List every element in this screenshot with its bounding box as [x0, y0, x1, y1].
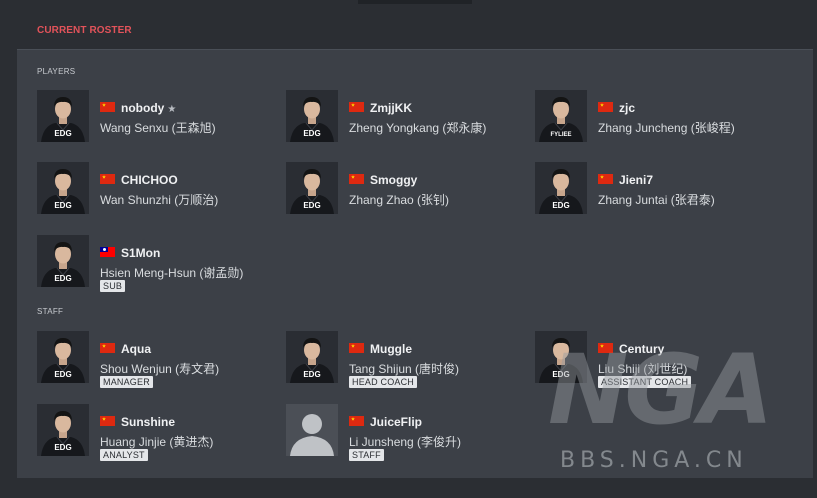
china-flag-icon — [349, 174, 364, 184]
china-flag-icon — [349, 343, 364, 353]
role-badge: MANAGER — [100, 376, 153, 388]
nickname-link[interactable]: S1Mon — [121, 246, 160, 260]
svg-text:FYLIEE: FYLIEE — [550, 132, 571, 138]
avatar[interactable]: EDG — [37, 404, 89, 456]
svg-text:EDG: EDG — [54, 274, 71, 283]
role-badge: SUB — [100, 280, 126, 292]
nickname-text[interactable]: Smoggy — [370, 173, 418, 187]
nickname-link[interactable]: Jieni7 — [619, 173, 653, 187]
avatar[interactable]: EDG — [37, 331, 89, 383]
real-name: Li Junsheng (李俊升) — [349, 435, 462, 449]
role-badge: ANALYST — [100, 449, 148, 461]
svg-text:EDG: EDG — [303, 201, 320, 210]
real-name: Wang Senxu (王森旭) — [100, 121, 216, 135]
nickname-link[interactable]: Sunshine — [121, 415, 175, 429]
svg-text:EDG: EDG — [54, 370, 71, 379]
nickname-link[interactable]: Aqua — [121, 342, 151, 356]
roster-panel: PLAYERS EDG nobody★ Wang Senxu (王森旭) EDG Zm… — [17, 49, 813, 478]
china-flag-icon — [100, 102, 115, 112]
avatar[interactable]: EDG — [535, 331, 587, 383]
nickname-text[interactable]: Jieni7 — [619, 173, 654, 187]
avatar[interactable]: EDG — [286, 162, 338, 214]
nickname-text[interactable]: Sunshine — [121, 415, 176, 429]
player-card[interactable]: EDG nobody★ Wang Senxu (王森旭) — [37, 90, 277, 146]
nickname-link[interactable]: nobody★ — [121, 101, 176, 115]
nickname-text[interactable]: ZmjjKK — [370, 101, 412, 115]
nickname-link[interactable]: JuiceFlip — [370, 415, 422, 429]
nickname-text[interactable]: zjc — [619, 101, 636, 115]
china-flag-icon — [100, 416, 115, 426]
avatar[interactable]: EDG — [37, 162, 89, 214]
nickname-text[interactable]: JuiceFlip — [370, 415, 423, 429]
staff-section-label: STAFF — [37, 307, 64, 316]
china-flag-icon — [100, 174, 115, 184]
svg-text:EDG: EDG — [552, 370, 569, 379]
staff-card[interactable]: JuiceFlip Li Junsheng (李俊升)STAFF — [286, 404, 526, 461]
taiwan-flag-icon — [100, 247, 115, 257]
avatar[interactable]: EDG — [37, 235, 89, 287]
nickname-text[interactable]: S1Mon — [121, 246, 161, 260]
nickname-link[interactable]: Century — [619, 342, 664, 356]
china-flag-icon — [349, 416, 364, 426]
real-name: Zhang Juntai (张君泰) — [598, 193, 715, 207]
real-name: Zhang Zhao (张钊) — [349, 193, 450, 207]
china-flag-icon — [598, 343, 613, 353]
captain-star-icon: ★ — [167, 104, 177, 115]
player-card[interactable]: EDG CHICHOO Wan Shunzhi (万顺治) — [37, 162, 277, 218]
nickname-link[interactable]: zjc — [619, 101, 635, 115]
real-name: Huang Jinjie (黄进杰) — [100, 435, 214, 449]
nickname-link[interactable]: CHICHOO — [121, 173, 178, 187]
nickname-text[interactable]: CHICHOO — [121, 173, 178, 187]
avatar[interactable]: EDG — [286, 90, 338, 142]
china-flag-icon — [598, 174, 613, 184]
role-badge: STAFF — [349, 449, 384, 461]
svg-text:EDG: EDG — [54, 443, 71, 452]
nickname-link[interactable]: Smoggy — [370, 173, 417, 187]
players-section-label: PLAYERS — [37, 67, 76, 76]
svg-text:EDG: EDG — [303, 129, 320, 138]
nickname-text[interactable]: nobody — [121, 101, 165, 115]
page-title: CURRENT ROSTER — [37, 25, 132, 36]
roster-header: CURRENT ROSTER — [17, 17, 813, 49]
avatar[interactable]: EDG — [37, 90, 89, 142]
player-card[interactable]: EDG ZmjjKK Zheng Yongkang (郑永康) — [286, 90, 526, 146]
nickname-link[interactable]: Muggle — [370, 342, 412, 356]
role-badge: ASSISTANT COACH — [598, 376, 692, 388]
svg-text:EDG: EDG — [303, 370, 320, 379]
nickname-text[interactable]: Muggle — [370, 342, 412, 356]
real-name: Shou Wenjun (寿文君) — [100, 362, 220, 376]
nickname-text[interactable]: Century — [619, 342, 665, 356]
avatar[interactable]: FYLIEE — [535, 90, 587, 142]
top-tab-edge — [358, 0, 472, 4]
svg-text:EDG: EDG — [552, 201, 569, 210]
china-flag-icon — [598, 102, 613, 112]
china-flag-icon — [349, 102, 364, 112]
role-badge: HEAD COACH — [349, 376, 418, 388]
real-name: Liu Shiji (刘世纪) — [598, 362, 688, 376]
default-avatar-icon[interactable] — [286, 404, 338, 456]
china-flag-icon — [100, 343, 115, 353]
svg-text:EDG: EDG — [54, 201, 71, 210]
nickname-link[interactable]: ZmjjKK — [370, 101, 412, 115]
real-name: Wan Shunzhi (万顺治) — [100, 193, 219, 207]
avatar[interactable]: EDG — [286, 331, 338, 383]
real-name: Zheng Yongkang (郑永康) — [349, 121, 487, 135]
svg-text:EDG: EDG — [54, 129, 71, 138]
nickname-text[interactable]: Aqua — [121, 342, 151, 356]
real-name: Tang Shijun (唐时俊) — [349, 362, 460, 376]
real-name: Hsien Meng-Hsun (谢孟勋) — [100, 266, 244, 280]
real-name: Zhang Juncheng (张峻程) — [598, 121, 735, 135]
avatar[interactable]: EDG — [535, 162, 587, 214]
